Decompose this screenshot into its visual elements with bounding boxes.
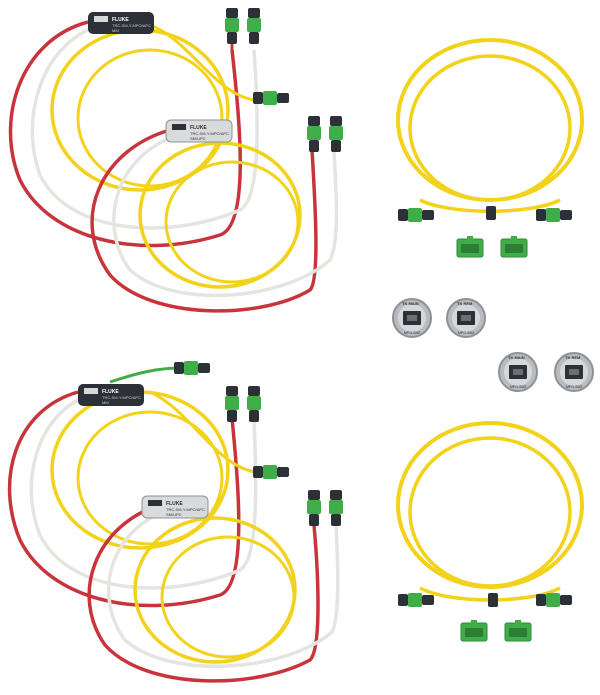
cord-suffix: SM/UPC [166, 512, 182, 517]
reference-cord-set-3: FLUKE TRC-SM-Y-MPO/APC MM [7, 361, 289, 608]
logo-text: FLUKE [112, 17, 129, 23]
adapter-label: TK REM [565, 355, 581, 360]
cord-model: TRC-SM-Y-MPO/APC [112, 23, 151, 28]
cord-model: TRC-SM-Y-MPO/APC [190, 131, 229, 136]
reference-cord-set-4: FLUKE TRC-SM-Y-MPO/APC SM/UPC [87, 490, 343, 683]
reference-cord-set-1: FLUKE TRC-SM-Y-MPO/APC MM [8, 8, 289, 248]
logo-text: FLUKE [190, 125, 207, 131]
adapter-label: TK REM [457, 301, 473, 306]
patch-cord-top [396, 38, 584, 258]
cord-suffix: MM [112, 28, 119, 33]
adapter-part: MPO-SM2 [566, 385, 582, 389]
adapter-part: MPO-SM2 [510, 385, 526, 389]
logo-text: FLUKE [102, 389, 119, 395]
cord-suffix: SM/UPC [190, 136, 206, 141]
patch-cord-bottom [396, 421, 584, 642]
logo-text: FLUKE [166, 501, 183, 507]
adapter-part: MPO-SM2 [458, 331, 474, 335]
cord-suffix: MM [102, 400, 109, 405]
cord-model: TRC-SM-Y-MPO/APC [102, 395, 141, 400]
adapter-label: TK MAIN [402, 301, 419, 306]
adapter-part: MPO-SM2 [404, 331, 420, 335]
adapter-group-upper: TK MAIN MPO-SM2 TK REM MPO-SM2 [392, 298, 486, 338]
adapter-label: TK MAIN [508, 355, 525, 360]
cord-model: TRC-SM-Y-MPO/APC [166, 507, 205, 512]
adapter-group-lower: TK MAIN MPO-SM2 TK REM MPO-SM2 [498, 352, 594, 392]
reference-cord-set-2: FLUKE TRC-SM-Y-MPO/APC SM/UPC [90, 116, 343, 313]
